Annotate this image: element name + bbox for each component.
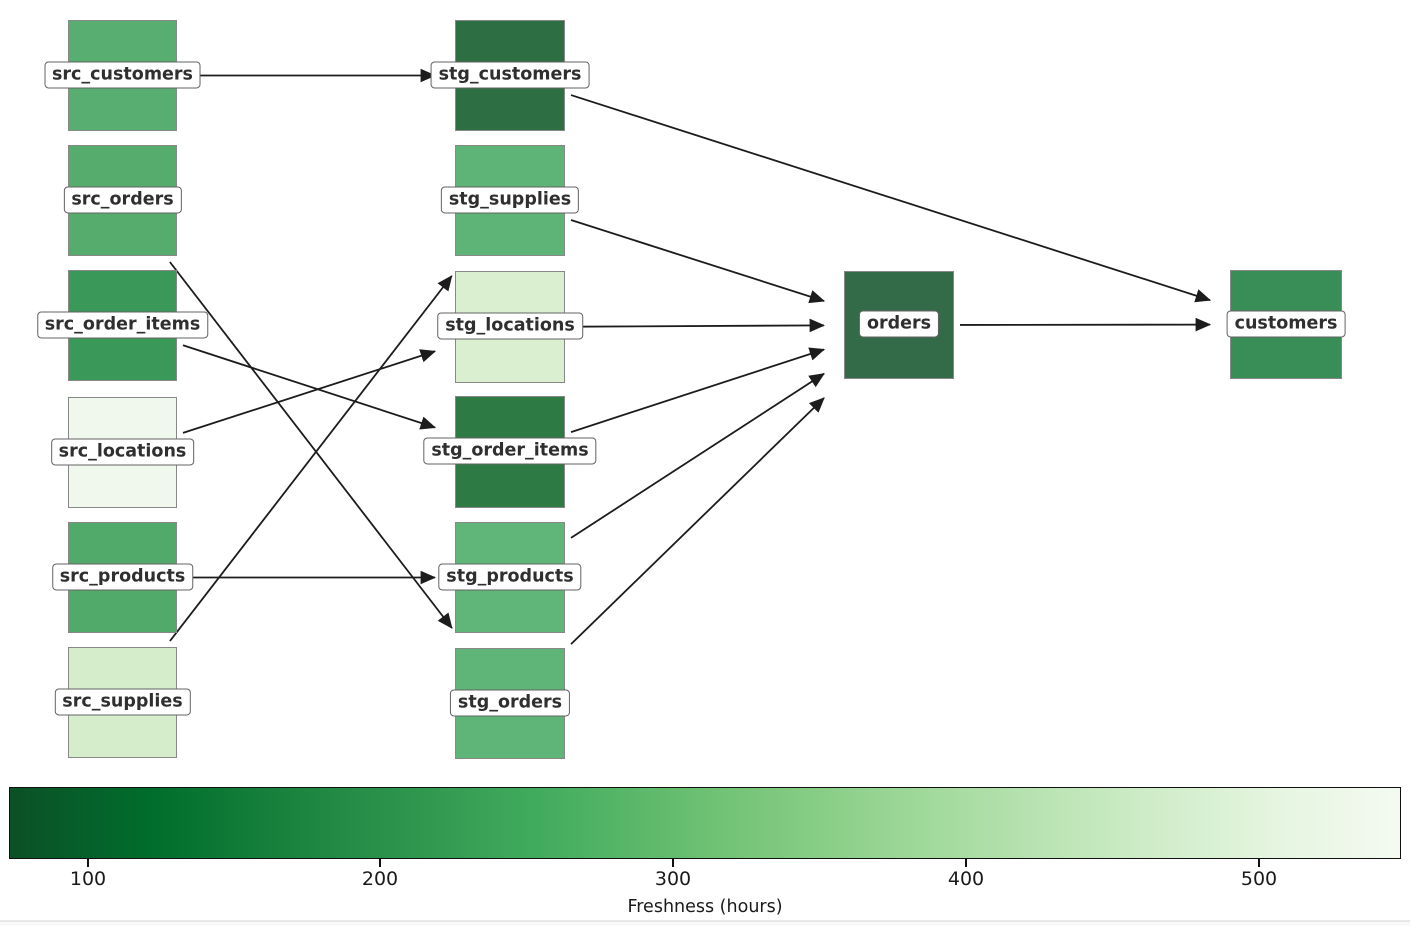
node-label-stg_locations: stg_locations <box>437 312 583 340</box>
edge-stg_order_items-to-orders <box>570 347 826 433</box>
colorbar-tickmark-500 <box>1258 859 1260 867</box>
edge-stg_supplies-to-orders <box>570 219 826 304</box>
edge-src_orders-to-stg_orders <box>169 261 453 629</box>
edge-stg_customers-to-customers <box>570 94 1212 303</box>
node-label-stg_customers: stg_customers <box>430 60 590 89</box>
colorbar-ticklabel-100: 100 <box>69 868 107 890</box>
colorbar-tickmark-200 <box>379 859 381 867</box>
colorbar-ticklabel-300: 300 <box>654 868 692 890</box>
edge-src_locations-to-stg_locations <box>182 349 437 434</box>
node-label-stg_products: stg_products <box>438 562 582 591</box>
colorbar-tickmark-300 <box>672 859 674 867</box>
colorbar-tickmark-100 <box>87 859 89 867</box>
node-label-stg_orders: stg_orders <box>449 688 571 717</box>
edge-stg_products-to-orders <box>570 372 825 539</box>
node-label-src_locations: src_locations <box>50 437 195 466</box>
edge-src_order_items-to-stg_order_items <box>182 344 437 430</box>
colorbar-axis-label: Freshness (hours) <box>627 897 783 917</box>
edge-src_supplies-to-stg_supplies <box>169 275 453 642</box>
edge-stg_locations-to-orders <box>570 318 826 333</box>
node-label-src_customers: src_customers <box>44 60 201 89</box>
node-label-stg_order_items: stg_order_items <box>423 437 597 465</box>
colorbar-ticklabel-400: 400 <box>947 868 985 890</box>
node-label-src_supplies: src_supplies <box>54 687 191 716</box>
node-label-src_products: src_products <box>51 562 194 591</box>
figure-bottom-edge <box>0 920 1410 926</box>
colorbar-ticklabel-500: 500 <box>1240 868 1278 890</box>
freshness-colorbar <box>9 787 1401 859</box>
node-label-src_orders: src_orders <box>63 185 182 214</box>
node-label-customers: customers <box>1226 309 1346 338</box>
node-label-stg_supplies: stg_supplies <box>440 185 580 214</box>
node-label-orders: orders <box>858 310 940 338</box>
node-label-src_order_items: src_order_items <box>36 310 209 339</box>
colorbar-tickmark-400 <box>965 859 967 867</box>
edge-stg_orders-to-orders <box>570 397 825 645</box>
colorbar-ticklabel-200: 200 <box>361 868 399 890</box>
